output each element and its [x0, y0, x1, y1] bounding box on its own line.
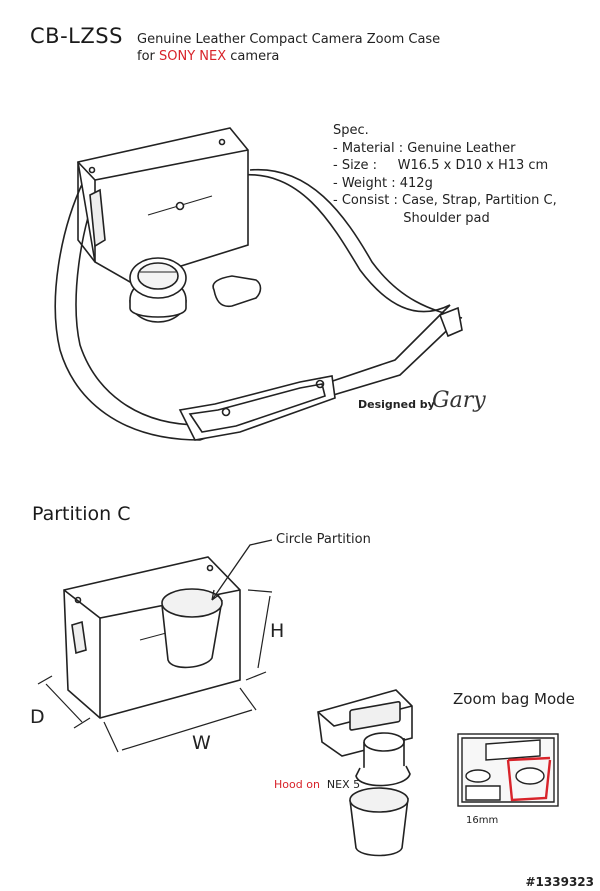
width-label: W	[192, 732, 211, 754]
description-suffix: camera	[226, 49, 280, 64]
watermark: #1339323	[525, 875, 594, 889]
dimension-lines	[37, 589, 273, 753]
hood-on-label: Hood on	[274, 778, 320, 791]
partition-title: Partition C	[32, 503, 131, 525]
spec-row: - Material : Genuine Leather	[333, 140, 516, 156]
nex5-label: NEX 5	[319, 778, 361, 791]
signature: Gary	[432, 388, 486, 413]
brand-name: SONY NEX	[159, 49, 227, 64]
spec-row: - Size : W16.5 x D10 x H13 cm	[333, 158, 549, 173]
spec-title: Spec.	[333, 123, 369, 138]
strap-illustration	[54, 168, 463, 441]
partition-pointer	[211, 539, 273, 601]
circle-partition-label: Circle Partition	[276, 532, 371, 547]
zoom-bag-illustration	[457, 733, 559, 807]
pad-illustration	[212, 275, 262, 308]
description-line-2: for SONY NEX camera	[137, 48, 440, 65]
cup-illustration	[349, 787, 409, 857]
model-number: CB-LZSS	[30, 24, 123, 48]
product-description: Genuine Leather Compact Camera Zoom Case…	[137, 31, 440, 65]
spec-row: - Consist : Case, Strap, Partition C,	[333, 193, 557, 208]
spec-row: - Weight : 412g	[333, 175, 433, 191]
depth-label: D	[30, 706, 45, 728]
hood-caption: Hood on NEX 5	[274, 778, 360, 791]
height-label: H	[270, 620, 285, 642]
zoom-bag-title: Zoom bag Mode	[453, 690, 575, 708]
focal-length-label: 16mm	[466, 815, 499, 826]
camera-illustration	[317, 689, 413, 787]
description-prefix: for	[137, 49, 160, 64]
case-illustration	[77, 127, 249, 283]
circle-partition-illustration	[161, 588, 223, 669]
description-line-1: Genuine Leather Compact Camera Zoom Case	[137, 32, 441, 47]
spec-row: Shoulder pad	[333, 210, 490, 226]
lens-illustration	[129, 257, 187, 323]
spec-block: Spec. - Material : Genuine Leather - Siz…	[333, 122, 557, 227]
designed-by-label: Designed by	[358, 398, 435, 411]
